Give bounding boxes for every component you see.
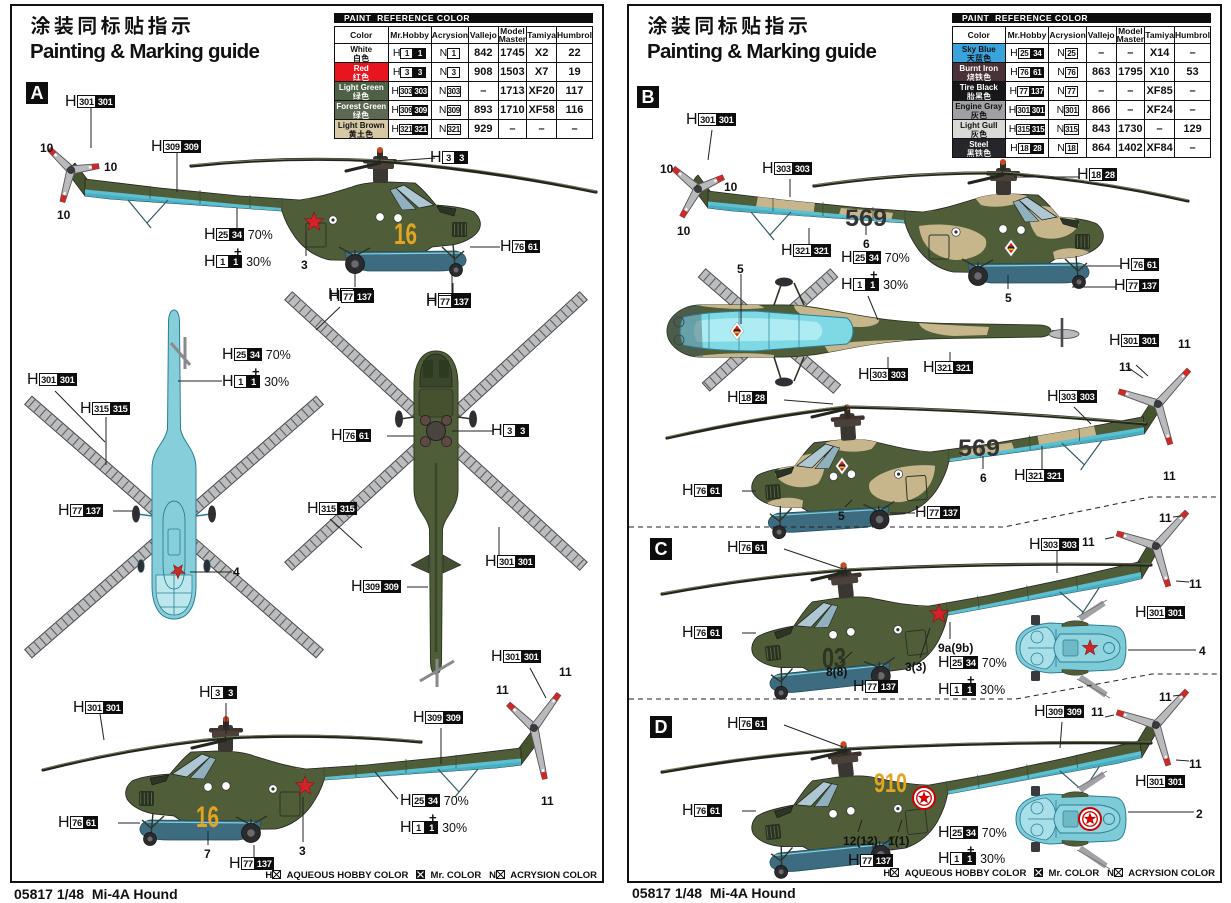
svg-text:569: 569: [958, 435, 1000, 462]
svg-text:03: 03: [822, 643, 846, 675]
svg-text:910: 910: [874, 768, 907, 798]
svg-text:16: 16: [196, 801, 219, 834]
svg-text:16: 16: [394, 218, 417, 251]
